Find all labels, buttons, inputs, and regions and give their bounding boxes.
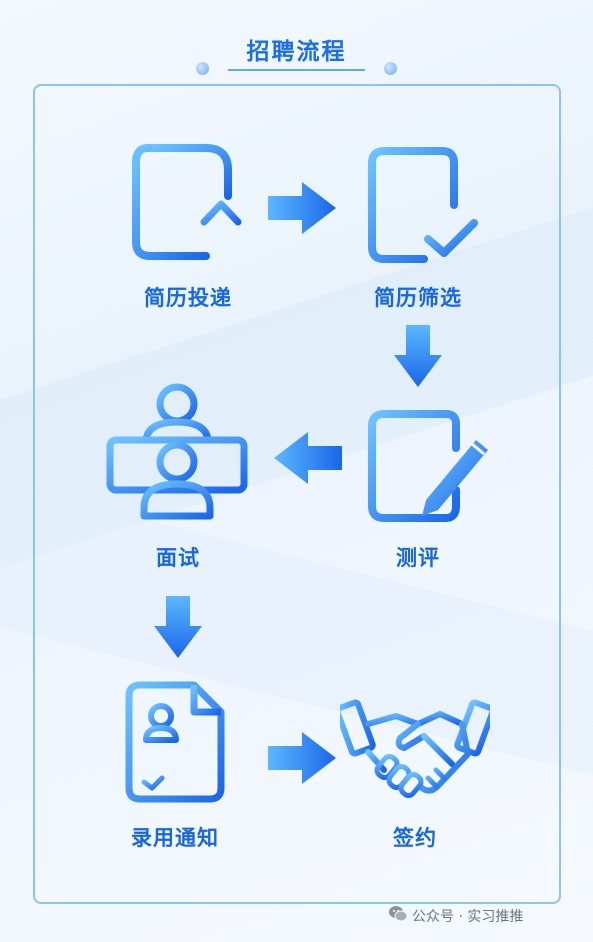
step-label-offer: 录用通知 xyxy=(131,826,219,850)
offer-document-icon xyxy=(125,681,225,803)
handshake-icon xyxy=(340,699,490,798)
step-label-resume-submit: 简历投递 xyxy=(144,286,232,310)
title-dot-right xyxy=(384,62,397,75)
title-block: 招聘流程 xyxy=(0,18,593,78)
wechat-icon xyxy=(389,906,408,922)
footer-source: 公众号 · 实习推推 xyxy=(412,909,524,925)
video-interview-icon xyxy=(106,383,248,520)
arrow-down-icon xyxy=(154,596,202,658)
title-dot-left xyxy=(196,62,209,75)
flow-frame xyxy=(33,84,561,904)
step-label-interview: 面试 xyxy=(156,546,200,570)
document-check-icon xyxy=(368,147,478,263)
arrow-right-icon xyxy=(268,732,336,784)
arrow-right-icon xyxy=(268,182,336,234)
step-label-signing: 签约 xyxy=(393,826,437,850)
document-edit-icon xyxy=(368,410,488,522)
arrow-left-icon xyxy=(274,432,342,484)
page-title: 招聘流程 xyxy=(246,39,347,65)
step-label-resume-screening: 简历筛选 xyxy=(374,286,462,310)
title-underline xyxy=(228,69,365,71)
resume-upload-icon xyxy=(132,144,242,260)
arrow-down-icon xyxy=(394,325,442,387)
step-label-assessment: 测评 xyxy=(396,546,440,570)
